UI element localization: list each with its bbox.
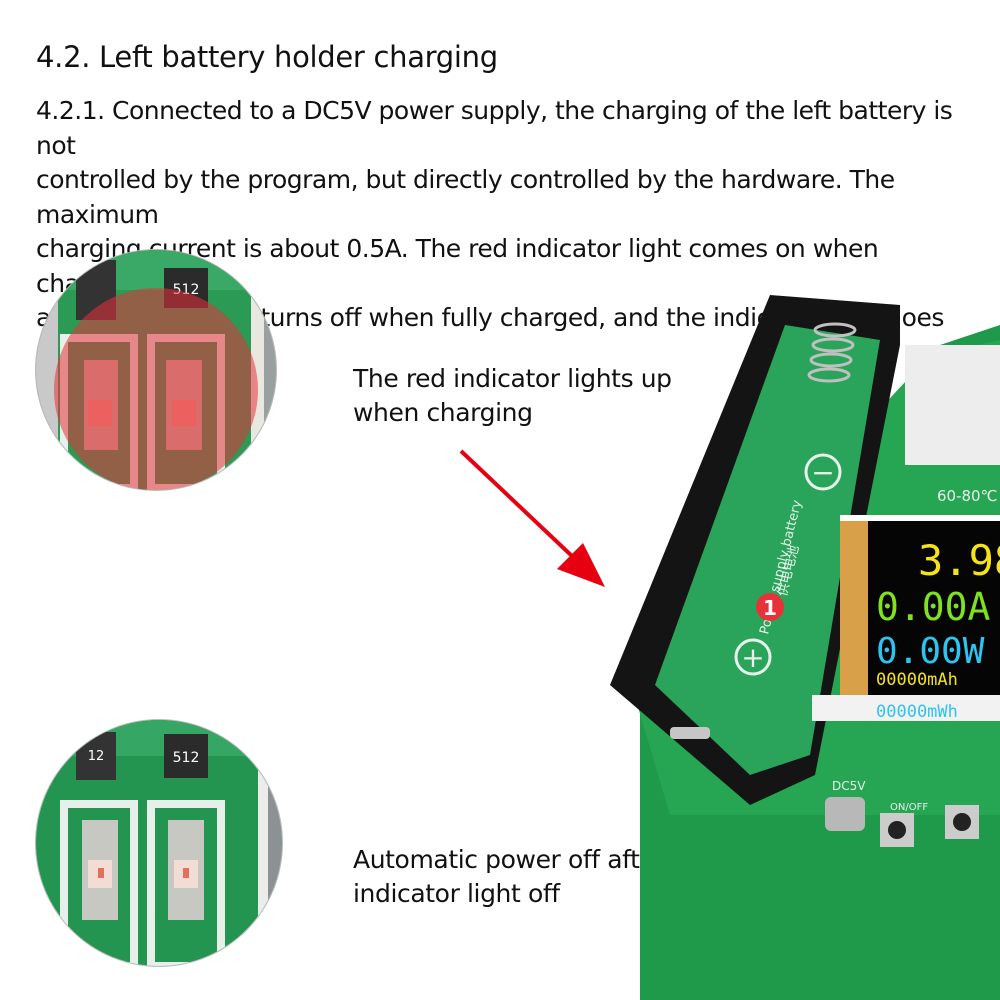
lcd-power: 0.00W [876,631,985,672]
lcd-capacity: 00000mAh [876,670,958,690]
section-heading: 4.2. Left battery holder charging [36,40,498,74]
switch-label: ON/OFF [890,802,928,813]
zoom-view-full: 12 512 [36,720,282,966]
plus-terminal-icon [734,638,772,676]
push-button [888,821,906,839]
lcd-voltage: 3.98 [918,536,1000,585]
red-glow [54,288,258,490]
resistor-code-label-2: 512 [173,750,200,766]
full-led-closeup: 12 512 [36,720,282,966]
red-arrow-icon [459,449,605,587]
lcd-energy: 00000mWh [876,702,958,722]
port-label: DC5V [832,779,866,793]
svg-text:1: 1 [763,596,777,620]
charger-board-photo: − + Power supply battery 供电电池 1 60-80℃ 3… [610,295,1000,1000]
partial-resistor-label: 12 [88,749,105,764]
lcd-screen [868,521,1000,696]
spring [807,322,857,383]
callout-charging: The red indicator lights up when chargin… [353,364,672,427]
usb-c-port [825,797,865,831]
minus-terminal-icon [804,453,842,491]
svg-text:+: + [741,641,764,674]
zoom-view-charging: 512 [36,250,276,490]
marker-badge [756,593,784,621]
push-button-2 [953,813,971,831]
charging-led-closeup: 512 [36,250,276,490]
temp-label: 60-80℃ [937,487,997,505]
svg-text:−: − [811,456,834,489]
lcd-current: 0.00A [876,585,991,629]
